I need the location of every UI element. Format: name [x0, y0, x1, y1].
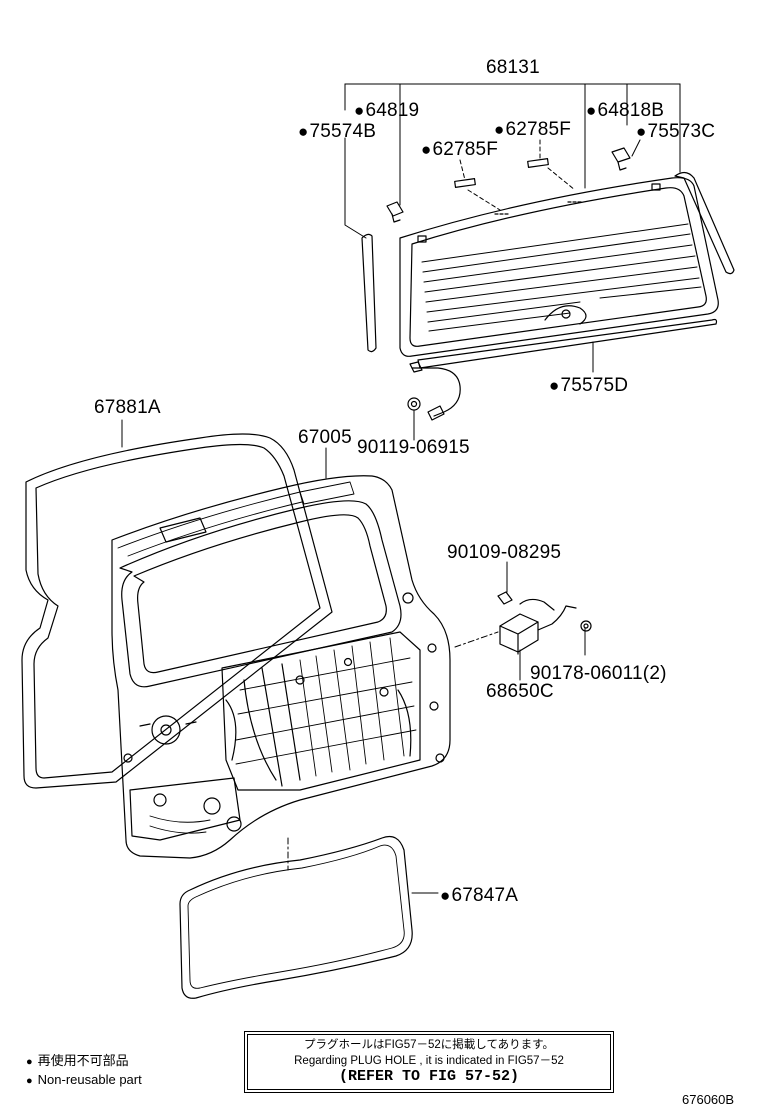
- label-90119-06915: 90119-06915: [357, 437, 470, 458]
- label-62785F-upper: 62785F: [494, 120, 571, 139]
- illustration-id: 676060B: [682, 1092, 735, 1107]
- label-75573C: 75573C: [636, 122, 715, 141]
- label-67881A: 67881A: [94, 397, 161, 418]
- legend: 再使用不可部品 Non-reusable part: [26, 1052, 142, 1090]
- label-64819: 64819: [354, 101, 419, 120]
- label-67005: 67005: [298, 427, 352, 448]
- note-jp: プラグホールはFIG57－52に掲載してあります。: [304, 1039, 554, 1051]
- leader-lines: [121, 83, 681, 894]
- back-door-panel: [111, 475, 451, 859]
- legend-jp: 再使用不可部品: [26, 1052, 142, 1071]
- label-64818B: 64818B: [586, 101, 664, 120]
- service-hole-cover: [179, 835, 413, 999]
- back-door-lock-assembly: [497, 591, 592, 655]
- label-90178-06011: 90178-06011(2): [530, 663, 667, 684]
- window-mouldings: [361, 171, 735, 369]
- label-68650C: 68650C: [486, 681, 554, 702]
- note-refer: (REFER TO FIG 57-52): [338, 1068, 520, 1085]
- note-en: Regarding PLUG HOLE , it is indicated in…: [294, 1055, 564, 1067]
- label-67847A: 67847A: [440, 886, 518, 905]
- back-door-weatherstrip: [21, 433, 333, 789]
- back-window-glass: [399, 177, 719, 357]
- label-62785F-lower: 62785F: [421, 140, 498, 159]
- legend-en: Non-reusable part: [26, 1071, 142, 1090]
- reference-note: プラグホールはFIG57－52に掲載してあります。 Regarding PLUG…: [244, 1031, 614, 1093]
- label-75575D: 75575D: [549, 376, 628, 395]
- clips-and-pins: [386, 147, 631, 223]
- label-68131: 68131: [486, 57, 540, 78]
- label-90109-08295: 90109-08295: [447, 542, 562, 563]
- label-75574B: 75574B: [298, 122, 376, 141]
- defogger-harness: [407, 361, 461, 421]
